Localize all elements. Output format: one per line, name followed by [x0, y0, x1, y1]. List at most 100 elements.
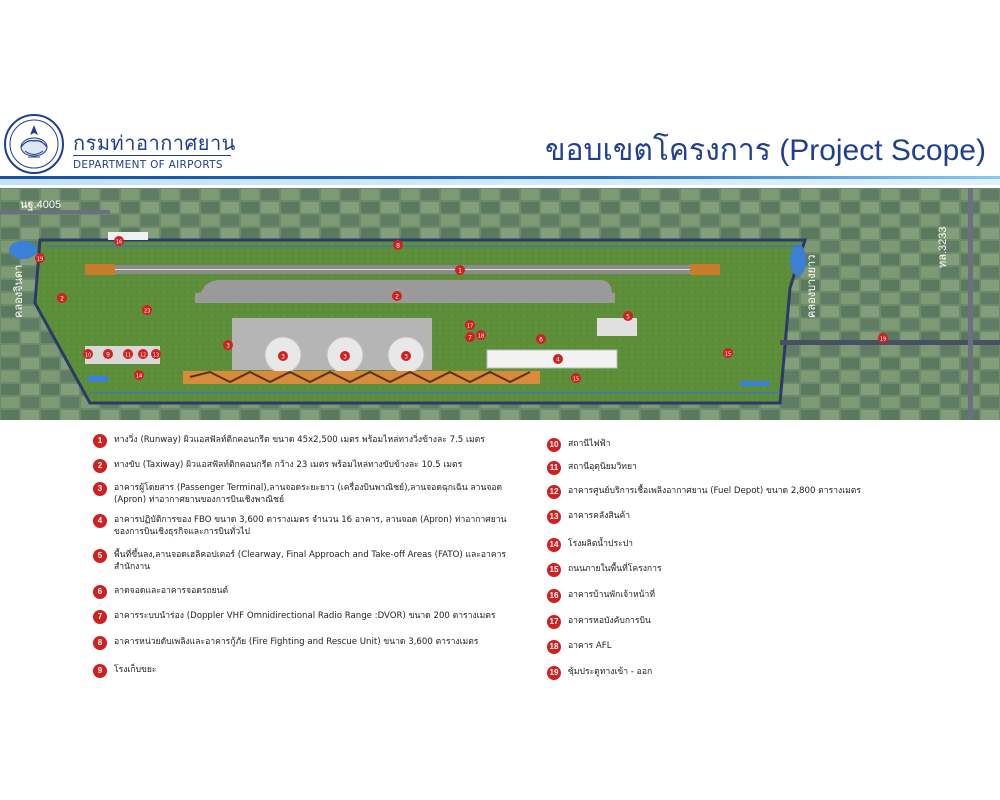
legend-item-9: 9 โรงเก็บขยะ: [93, 664, 513, 678]
svg-text:9: 9: [106, 352, 110, 359]
legend-text: อาคารศูนย์บริการเชื้อเพลิงอากาศยาน (Fuel…: [568, 486, 862, 496]
marker-4: 4: [553, 354, 563, 364]
legend-item-19: 19 ซุ้มประตูทางเข้า - ออก: [547, 666, 947, 680]
legend-text: อาคารปฏิบัติการของ FBO ขนาด 3,600 ตารางเ…: [114, 515, 507, 537]
svg-text:5: 5: [626, 314, 630, 321]
legend-item-14: 14 โรงผลิตน้ำประปา: [547, 538, 947, 552]
canal-left-label: คลองจินดา: [13, 265, 25, 318]
legend-number: 10: [547, 438, 561, 452]
legend-item-2: 2 ทางขับ (Taxiway) ผิวแอสฟัลท์ติกคอนกรีต…: [93, 459, 533, 473]
legend-number: 4: [93, 514, 107, 528]
project-site-plan: นฐ.4005 ทล.3233 คลองจินดา คลองบางยาว 1 2…: [0, 188, 1000, 420]
project-legend: 1 ทางวิ่ง (Runway) ผิวแอสฟัลท์ติกคอนกรีต…: [0, 428, 1000, 708]
marker-10: 10: [83, 349, 93, 359]
svg-text:4: 4: [556, 357, 560, 364]
svg-text:11: 11: [125, 353, 131, 359]
legend-item-13: 13 อาคารคลังสินค้า: [547, 510, 947, 524]
marker-16: 16: [114, 236, 124, 246]
marker-3c: 3: [340, 351, 350, 361]
fire-station-building: [108, 232, 148, 240]
legend-text: อาคารหน่วยดับเพลิงและอาคารกู้ภัย (Fire F…: [114, 637, 479, 647]
legend-number: 15: [547, 563, 561, 577]
legend-text: สถานีอุตุนิยมวิทยา: [568, 462, 637, 472]
legend-text: ทางวิ่ง (Runway) ผิวแอสฟัลท์ติกคอนกรีต ข…: [114, 435, 485, 445]
legend-number: 14: [547, 538, 561, 552]
marker-19a: 19: [35, 253, 45, 263]
svg-text:16: 16: [116, 240, 122, 246]
marker-15a: 15: [571, 373, 581, 383]
map-markers: 1 2 2 3 3 3 3 4 5 6 7 8 9 10 11 12 13 14…: [35, 236, 888, 383]
legend-number: 2: [93, 459, 107, 473]
organization-divider: [73, 155, 231, 156]
legend-item-18: 18 อาคาร AFL: [547, 640, 947, 654]
organization-name-english: DEPARTMENT OF AIRPORTS: [73, 159, 223, 171]
page-header: กรมท่าอากาศยาน DEPARTMENT OF AIRPORTS ขอ…: [0, 105, 1000, 185]
legend-text: ทางขับ (Taxiway) ผิวแอสฟัลท์ติกคอนกรีต ก…: [114, 460, 463, 470]
svg-text:2: 2: [395, 294, 399, 301]
svg-text:19: 19: [37, 257, 43, 263]
legend-item-4: 4 อาคารปฏิบัติการของ FBO ขนาด 3,600 ตารา…: [93, 514, 513, 538]
marker-12: 12: [138, 349, 148, 359]
legend-number: 18: [547, 640, 561, 654]
marker-9: 9: [103, 349, 113, 359]
legend-item-8: 8 อาคารหน่วยดับเพลิงและอาคารกู้ภัย (Fire…: [93, 636, 533, 650]
marker-2b: 2: [392, 291, 402, 301]
road-4005: [0, 210, 110, 214]
legend-text: อาคารหอบังคับการบิน: [568, 616, 651, 626]
legend-text: โรงผลิตน้ำประปา: [568, 539, 633, 549]
svg-text:7: 7: [468, 335, 472, 342]
svg-text:6: 6: [539, 337, 543, 344]
legend-number: 9: [93, 664, 107, 678]
pond-west: [9, 241, 37, 259]
marker-6: 6: [536, 334, 546, 344]
svg-text:14: 14: [136, 374, 142, 380]
legend-text: สถานีไฟฟ้า: [568, 439, 611, 449]
legend-number: 8: [93, 636, 107, 650]
canal-right-label: คลองบางยาว: [806, 255, 818, 318]
legend-text: อาคารผู้โดยสาร (Passenger Terminal),ลานจ…: [114, 483, 503, 505]
road-3233-label: ทล.3233: [937, 226, 949, 268]
svg-text:2: 2: [60, 296, 64, 303]
organization-name-thai: กรมท่าอากาศยาน: [73, 131, 236, 155]
utility-buildings: [85, 346, 160, 364]
legend-text: ถนนภายในพื้นที่โครงการ: [568, 564, 662, 574]
legend-item-17: 17 อาคารหอบังคับการบิน: [547, 615, 947, 629]
svg-text:17: 17: [467, 324, 473, 330]
highway-3233-road: [968, 188, 973, 420]
svg-text:15: 15: [725, 352, 731, 358]
legend-item-10: 10 สถานีไฟฟ้า: [547, 438, 947, 452]
marker-7: 7: [465, 332, 475, 342]
svg-text:3: 3: [404, 354, 408, 361]
pond-south: [740, 381, 770, 386]
marker-19b: 19: [878, 333, 888, 343]
marker-3a: 3: [223, 340, 233, 350]
svg-text:19: 19: [880, 337, 886, 343]
svg-text:1: 1: [458, 268, 462, 275]
marker-14: 14: [134, 370, 144, 380]
legend-number: 5: [93, 549, 107, 563]
legend-number: 16: [547, 589, 561, 603]
page-title: ขอบเขตโครงการ (Project Scope): [545, 134, 986, 167]
header-accent-bar-light: [0, 179, 1000, 185]
legend-number: 3: [93, 482, 107, 496]
legend-item-6: 6 ลาดจอดและอาคารจอดรถยนต์: [93, 585, 513, 599]
legend-text: อาคารคลังสินค้า: [568, 511, 631, 521]
svg-text:3: 3: [343, 354, 347, 361]
legend-text: ซุ้มประตูทางเข้า - ออก: [568, 667, 653, 677]
svg-text:18: 18: [478, 334, 484, 340]
svg-text:3: 3: [226, 343, 230, 350]
legend-number: 6: [93, 585, 107, 599]
legend-text: พื้นที่ขึ้นลง,ลานจอดเฮลิคอปเตอร์ (Clearw…: [114, 550, 507, 572]
marker-23: 23: [142, 305, 152, 315]
legend-item-16: 16 อาคารบ้านพักเจ้าหน้าที่: [547, 589, 947, 603]
legend-number: 19: [547, 666, 561, 680]
marker-17: 17: [465, 320, 475, 330]
road-4005-label: นฐ.4005: [20, 199, 61, 211]
legend-item-3: 3 อาคารผู้โดยสาร (Passenger Terminal),ลา…: [93, 482, 513, 506]
fbo-buildings: [486, 349, 618, 369]
marker-5: 5: [623, 311, 633, 321]
pond-east: [790, 244, 806, 276]
marker-1: 1: [455, 265, 465, 275]
legend-item-15: 15 ถนนภายในพื้นที่โครงการ: [547, 563, 947, 577]
legend-item-5: 5 พื้นที่ขึ้นลง,ลานจอดเฮลิคอปเตอร์ (Clea…: [93, 549, 513, 573]
